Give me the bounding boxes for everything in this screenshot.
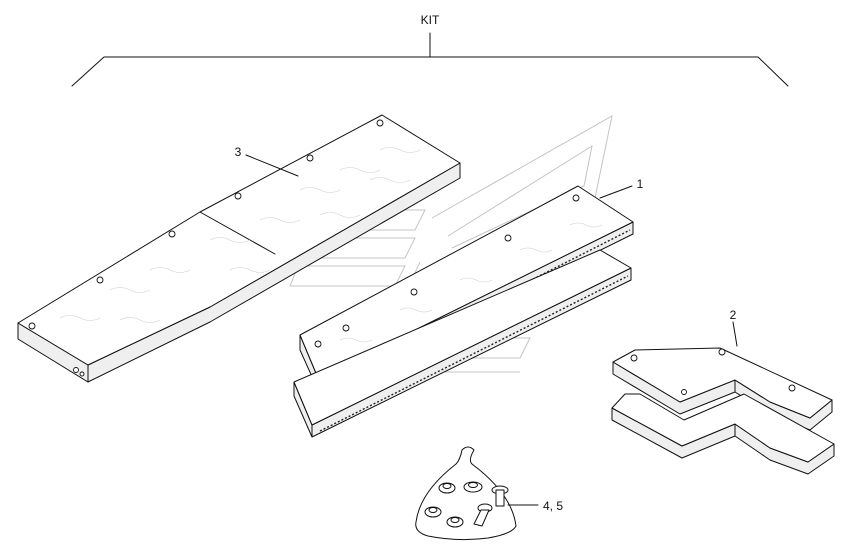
- leader-part-2: [732, 321, 738, 347]
- callout-part-4-5: 4, 5: [543, 499, 563, 513]
- part-2-lower-plate: [611, 393, 835, 475]
- leader-part-1: [599, 185, 633, 199]
- callout-part-1: 1: [637, 177, 644, 191]
- part-2-upper-plate: [612, 347, 833, 431]
- leader-part-3: [245, 154, 299, 177]
- kit-bracket: KIT: [71, 13, 789, 87]
- fastener-bag: [415, 446, 517, 541]
- callout-part-2: 2: [730, 308, 737, 322]
- part-3-plank: [17, 114, 461, 383]
- kit-title: KIT: [421, 13, 440, 27]
- callout-part-3: 3: [235, 145, 242, 159]
- part-1-lower-strip: [293, 249, 632, 438]
